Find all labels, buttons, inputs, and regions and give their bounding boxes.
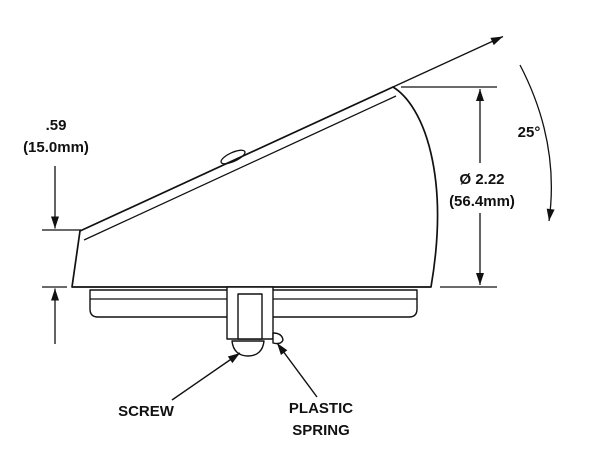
diameter-dim-value: Ø 2.22 [459,171,504,188]
device-top-hole [220,149,246,165]
plastic-spring-label-line1: PLASTIC [289,400,353,417]
plastic-spring-callout: PLASTIC SPRING [276,342,353,439]
angle-extension-line [392,35,504,88]
plastic-spring-tab [272,332,284,345]
screw-callout: SCREW [118,352,241,420]
device-profile [71,86,439,357]
angle-dimension: 25° [392,35,555,222]
screw-head [231,340,265,357]
angle-label: 25° [518,124,541,141]
diameter-dim-metric: (56.4mm) [449,193,515,210]
plastic-spring-leader-line [276,342,318,398]
device-body-outline [71,86,439,288]
mounting-bracket-slot [237,293,263,340]
device-lid-seam [83,95,397,241]
height-dim-metric: (15.0mm) [23,139,89,156]
screw-label: SCREW [118,403,175,420]
height-dim-value: .59 [46,117,67,134]
plastic-spring-label-line2: SPRING [292,422,350,439]
screw-leader-line [171,352,241,401]
height-dimension: .59 (15.0mm) [23,117,89,344]
angle-arc [519,64,555,222]
diameter-dimension: Ø 2.22 (56.4mm) [401,86,515,288]
